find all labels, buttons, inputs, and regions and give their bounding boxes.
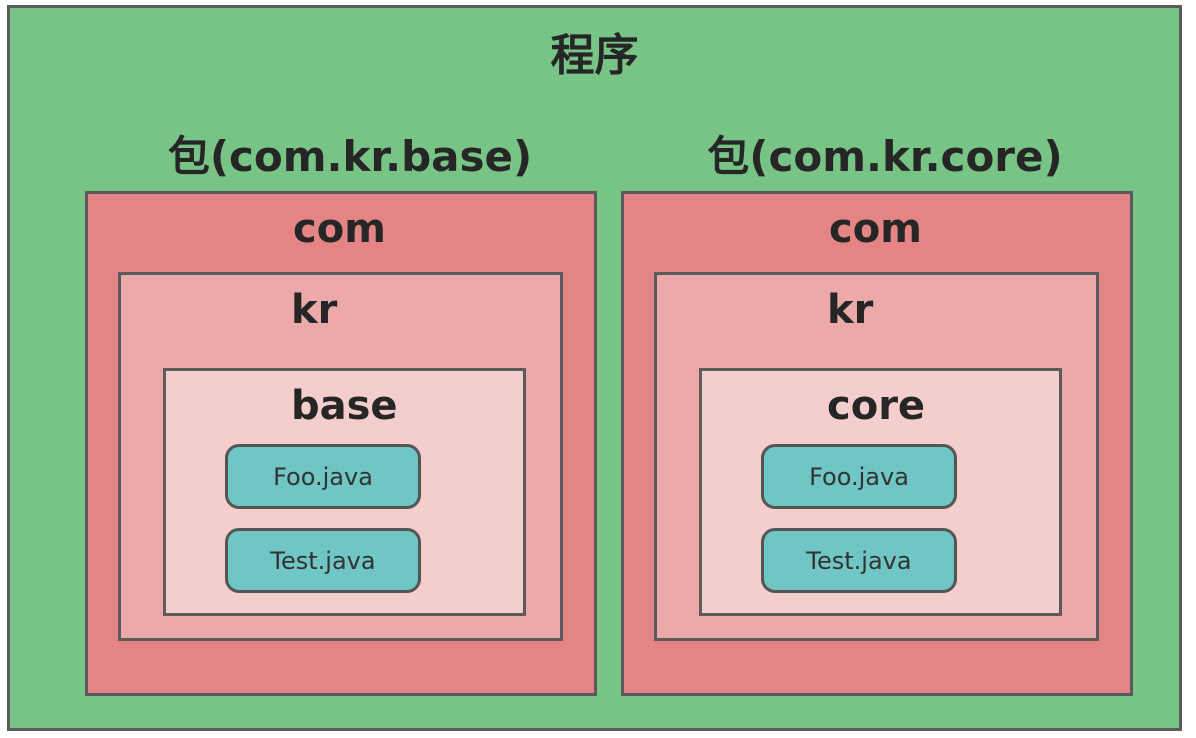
package-label-com: com	[829, 206, 922, 252]
file-foo-java[interactable]: Foo.java	[225, 444, 421, 509]
package-box-base: base Foo.java Test.java	[163, 368, 526, 616]
program-title: 程序	[550, 30, 639, 81]
package-box-com-core: com kr core Foo.java Test.java	[621, 191, 1133, 696]
program-container: 程序 包(com.kr.base) com kr base Foo.java T…	[7, 5, 1182, 731]
package-title-base: 包(com.kr.base)	[167, 132, 533, 181]
package-box-kr-core: kr core Foo.java Test.java	[654, 272, 1099, 641]
file-test-java[interactable]: Test.java	[761, 528, 957, 593]
package-label-com: com	[293, 206, 386, 252]
package-box-kr-base: kr base Foo.java Test.java	[118, 272, 563, 641]
package-title-core: 包(com.kr.core)	[707, 132, 1063, 181]
package-label-core: core	[827, 383, 926, 429]
file-test-java[interactable]: Test.java	[225, 528, 421, 593]
package-label-kr: kr	[827, 287, 874, 333]
package-label-kr: kr	[291, 287, 338, 333]
package-label-base: base	[291, 383, 398, 429]
package-box-com-base: com kr base Foo.java Test.java	[85, 191, 597, 696]
file-foo-java[interactable]: Foo.java	[761, 444, 957, 509]
package-box-core: core Foo.java Test.java	[699, 368, 1062, 616]
